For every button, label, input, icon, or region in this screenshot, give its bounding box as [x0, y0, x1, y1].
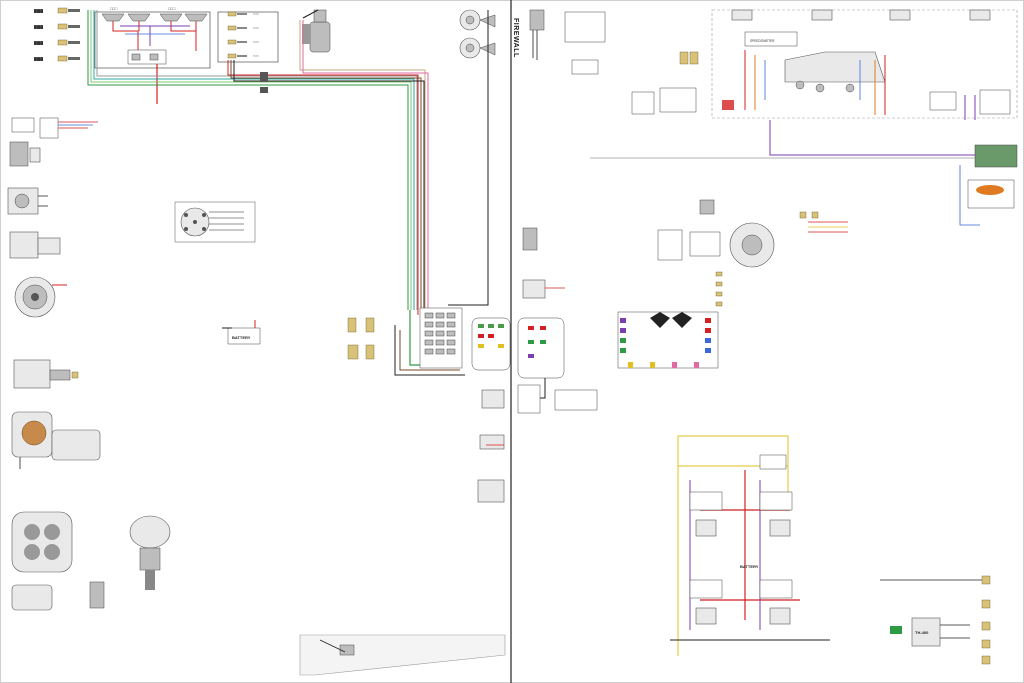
battery-icon: BATTERY	[222, 320, 261, 345]
battery-label: BATTERY	[232, 335, 251, 340]
hei-distributor	[129, 515, 171, 590]
svg-text:████: ████	[34, 57, 44, 61]
starter-solenoid	[7, 187, 48, 215]
throttle-body-icon	[11, 511, 105, 611]
svg-text:▭▭: ▭▭	[253, 26, 259, 30]
instrument-cluster: SPEEDOMETER	[711, 9, 1018, 120]
svg-text:████: ████	[34, 9, 44, 13]
coil-pack	[9, 231, 61, 259]
harness-junctions	[260, 72, 268, 93]
connector-block-top: ▭▭ ▭▭ ▭▭ ▭▭	[217, 11, 279, 63]
horn-icon	[459, 9, 496, 59]
svg-text:▭▭: ▭▭	[253, 40, 259, 44]
alternator-icon	[14, 276, 67, 318]
brake-switch	[13, 359, 79, 389]
connector-icon	[590, 120, 1018, 226]
junction-right	[517, 317, 598, 414]
svg-text:□□□: □□□	[168, 6, 176, 11]
power-window-harness: BATTERY	[670, 435, 830, 656]
fuse-panel-right	[617, 271, 723, 369]
firewall-modules-left	[477, 389, 505, 503]
transmission-label: TH-400	[915, 630, 929, 635]
interior-modules-top	[631, 51, 734, 115]
speedometer-label: SPEEDOMETER	[750, 39, 775, 43]
firewall-modules-right	[522, 227, 565, 299]
svg-text:□□□: □□□	[110, 6, 118, 11]
transmission-icon: TH-400	[880, 575, 991, 665]
fuse-block-icon	[419, 307, 511, 371]
relay-pair-left	[347, 317, 375, 360]
headlight-relay-cluster: □□□ □□□	[94, 6, 211, 104]
svg-text:▭▭: ▭▭	[253, 54, 259, 58]
firewall-label: FIREWALL	[512, 18, 519, 58]
sensor-group-top-left: ████ ████ ████ ████	[34, 7, 80, 62]
wiper-motor-icon	[11, 411, 101, 469]
battery-label-sub: BATTERY	[740, 564, 759, 569]
gauge-sender	[657, 199, 848, 268]
svg-text:████: ████	[34, 41, 44, 45]
relay-icon	[9, 117, 98, 167]
starter-motor-icon	[302, 9, 331, 53]
ignition-switch	[529, 9, 606, 75]
svg-text:████: ████	[34, 25, 44, 29]
fuel-tank-icon	[299, 634, 506, 676]
distributor-icon	[174, 201, 256, 243]
main-harness	[87, 10, 489, 376]
svg-text:▭▭: ▭▭	[253, 12, 259, 16]
